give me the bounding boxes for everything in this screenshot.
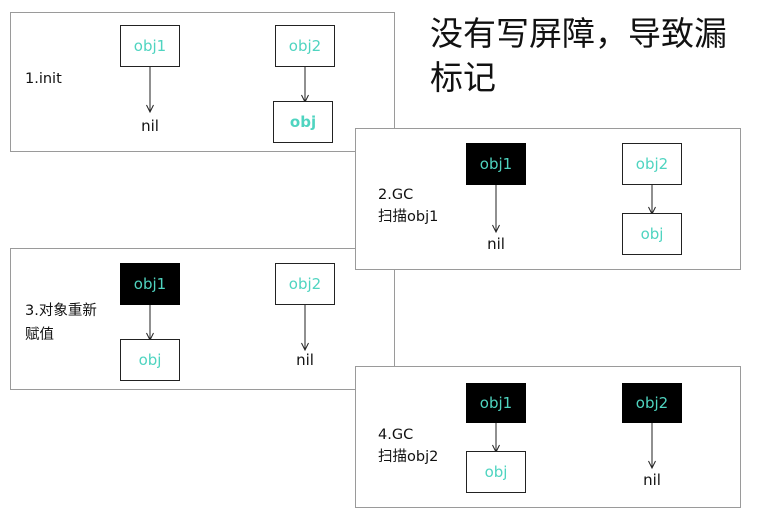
nil-target: nil	[643, 471, 661, 489]
panel-step-1-init: 1.init obj1 nil obj2 obj	[10, 12, 395, 152]
step-label: 1.init	[25, 71, 62, 87]
arrow-obj1-to-obj	[492, 423, 500, 454]
step-detail: 扫描obj1	[378, 209, 439, 225]
node-obj1-scanned: obj1	[120, 263, 180, 305]
node-obj: obj	[622, 213, 682, 255]
nil-target: nil	[487, 235, 505, 253]
step-label: 4.GC	[378, 427, 414, 443]
panel-step-2-gc: 2.GC 扫描obj1 obj1 nil obj2 obj	[355, 128, 741, 270]
nil-target: nil	[141, 117, 159, 135]
node-obj: obj	[273, 101, 333, 143]
arrow-obj2-to-nil	[301, 305, 309, 352]
panel-step-3-reassign: 3.对象重新 赋值 obj1 obj obj2 nil	[10, 248, 395, 390]
arrow-obj2-to-obj	[648, 185, 656, 216]
node-obj2: obj2	[275, 263, 335, 305]
arrow-obj1-to-nil	[146, 67, 154, 114]
arrow-obj1-to-obj	[146, 305, 154, 342]
step-label: 2.GC	[378, 187, 414, 203]
step-label: 3.对象重新	[25, 303, 97, 319]
diagram-title: 没有写屏障，导致漏标记	[430, 14, 727, 97]
node-obj1: obj1	[120, 25, 180, 67]
arrow-obj1-to-nil	[492, 185, 500, 234]
node-obj1-scanned: obj1	[466, 383, 526, 423]
node-obj2-scanned: obj2	[622, 383, 682, 423]
node-obj1-scanned: obj1	[466, 143, 526, 185]
nil-target: nil	[296, 351, 314, 369]
node-obj2: obj2	[622, 143, 682, 185]
panel-step-4-gc: 4.GC 扫描obj2 obj1 obj obj2 nil	[355, 366, 741, 508]
arrow-obj2-to-nil	[648, 423, 656, 470]
node-obj2: obj2	[275, 25, 335, 67]
step-detail: 扫描obj2	[378, 449, 439, 465]
node-obj: obj	[466, 451, 526, 493]
arrow-obj2-to-obj	[301, 67, 309, 104]
node-obj: obj	[120, 339, 180, 381]
step-detail: 赋值	[25, 327, 54, 343]
